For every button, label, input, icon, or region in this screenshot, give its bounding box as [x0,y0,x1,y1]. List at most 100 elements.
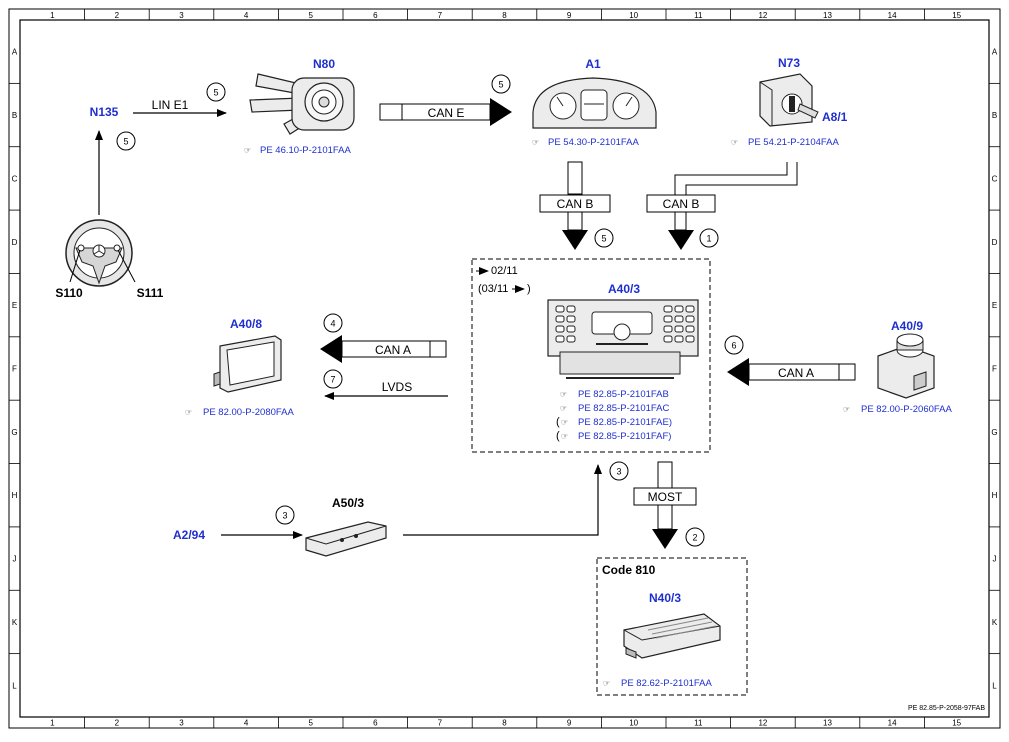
a1-ref[interactable]: PE 54.30-P-2101FAA [548,137,639,148]
n135-label: N135 [90,105,119,119]
signal-circle [685,527,705,547]
lvds-label: LVDS [382,380,412,394]
signal-number: 5 [601,234,606,244]
signal-number: 5 [123,137,128,147]
can-e-bus [379,98,512,126]
a8-1-ref[interactable]: PE 54.21-P-2104FAA [748,137,839,148]
a40-8-ref[interactable]: PE 82.00-P-2080FAA [203,407,294,418]
display-icon [213,335,282,393]
grid-column-label: 8 [502,719,507,728]
grid-column-label: 6 [373,719,378,728]
grid-column-label: 1 [50,719,55,728]
grid-row-label: J [13,555,17,564]
a40-3-date-to: (03/11 [478,283,508,295]
grid-column-label: 7 [438,11,443,20]
signal-circle [323,369,343,389]
grid-column-label: 13 [823,719,832,728]
grid-column-label: 9 [567,11,572,20]
a40-3-ref-4[interactable]: PE 82.85-P-2101FAF) [578,431,671,442]
grid-column-label: 13 [823,11,832,20]
a40-9-ref[interactable]: PE 82.00-P-2060FAA [861,404,952,415]
grid-row-label: H [12,491,18,500]
a8-1-label: A8/1 [822,110,848,124]
grid-column-label: 8 [502,11,507,20]
ref-icon: ☞ [603,679,610,688]
grid-row-label: E [12,301,17,310]
signal-circle [116,131,136,151]
grid-column-label: 10 [629,719,638,728]
a40-9-label: A40/9 [891,319,923,333]
ref-icon: ☞ [731,138,738,147]
grid-column-label: 11 [694,719,703,728]
grid-row-label: B [992,111,997,120]
grid-row-label: K [992,618,998,627]
a40-3-ref-1[interactable]: PE 82.85-P-2101FAB [578,389,669,400]
a40-8-label: A40/8 [230,317,262,331]
outer-frame [8,8,1001,729]
leader-line [69,249,81,283]
controller-knob-icon [877,333,935,399]
grid-column-label: 14 [888,719,897,728]
a1-label: A1 [585,57,601,71]
ref-icon: ☞ [561,432,568,441]
a40-3-ref-2[interactable]: PE 82.85-P-2101FAC [578,403,669,414]
grid-row-label: E [992,301,997,310]
document-id: PE 82.85-P-2058-97FAB [908,705,985,712]
grid-row-label: A [12,48,18,57]
signal-circle [206,82,226,102]
amplifier-icon [623,613,721,659]
grid-row-label: D [12,238,18,247]
n40-3-code: Code 810 [602,563,656,577]
grid-row-label: B [12,111,17,120]
signal-number: 5 [213,88,218,98]
grid-labels: 1122334455667788991010111112121313141415… [11,11,997,728]
signal-circle [724,335,744,355]
grid-row-label: D [992,238,998,247]
n80-ref[interactable]: PE 46.10-P-2101FAA [260,145,351,156]
grid-column-label: 7 [438,719,443,728]
signal-number: 3 [282,511,287,521]
head-unit-icon [547,299,699,379]
a40-3-date-from: 02/11 [491,265,518,277]
n73-label: N73 [778,56,800,70]
grid-column-label: 3 [179,11,184,20]
grid-column-label: 15 [952,719,961,728]
a2-94-label: A2/94 [173,528,205,542]
n80-label: N80 [313,57,335,71]
ignition-switch-icon [759,73,819,127]
can-b-bus-right [646,162,798,250]
grid-row-label: F [992,365,997,374]
signal-number: 4 [330,319,335,329]
s111-label: S111 [137,286,164,300]
signal-circle [699,228,719,248]
arrow-a50-3-to-a40-3 [403,464,602,536]
ref-icon: ☞ [244,146,251,155]
grid-row-label: J [993,555,997,564]
grid-column-label: 4 [244,719,249,728]
n40-3-ref[interactable]: PE 82.62-P-2101FAA [621,678,712,689]
can-a-left-label: CAN A [375,343,411,357]
signal-number: 6 [731,341,736,351]
grid-row-label: G [11,428,17,437]
grid-row-label: C [992,174,998,183]
grid-column-label: 1 [50,11,55,20]
a40-3-ref-3[interactable]: PE 82.85-P-2101FAE) [578,417,672,428]
grid-ticks [9,9,1000,728]
ref-icon: ☞ [185,408,192,417]
grid-column-label: 2 [115,719,120,728]
lin-e1-label: LIN E1 [152,98,189,112]
grid-column-label: 14 [888,11,897,20]
grid-row-label: H [992,491,998,500]
grid-column-label: 11 [694,11,703,20]
ref-icon: ☞ [561,418,568,427]
leader-line [117,249,136,283]
steering-wheel-icon [65,219,133,287]
grid-column-label: 3 [179,719,184,728]
grid-column-label: 4 [244,11,249,20]
a40-3-label: A40/3 [608,282,640,296]
grid-column-label: 10 [629,11,638,20]
grid-row-label: F [12,365,17,374]
can-b-left-label: CAN B [557,197,594,211]
